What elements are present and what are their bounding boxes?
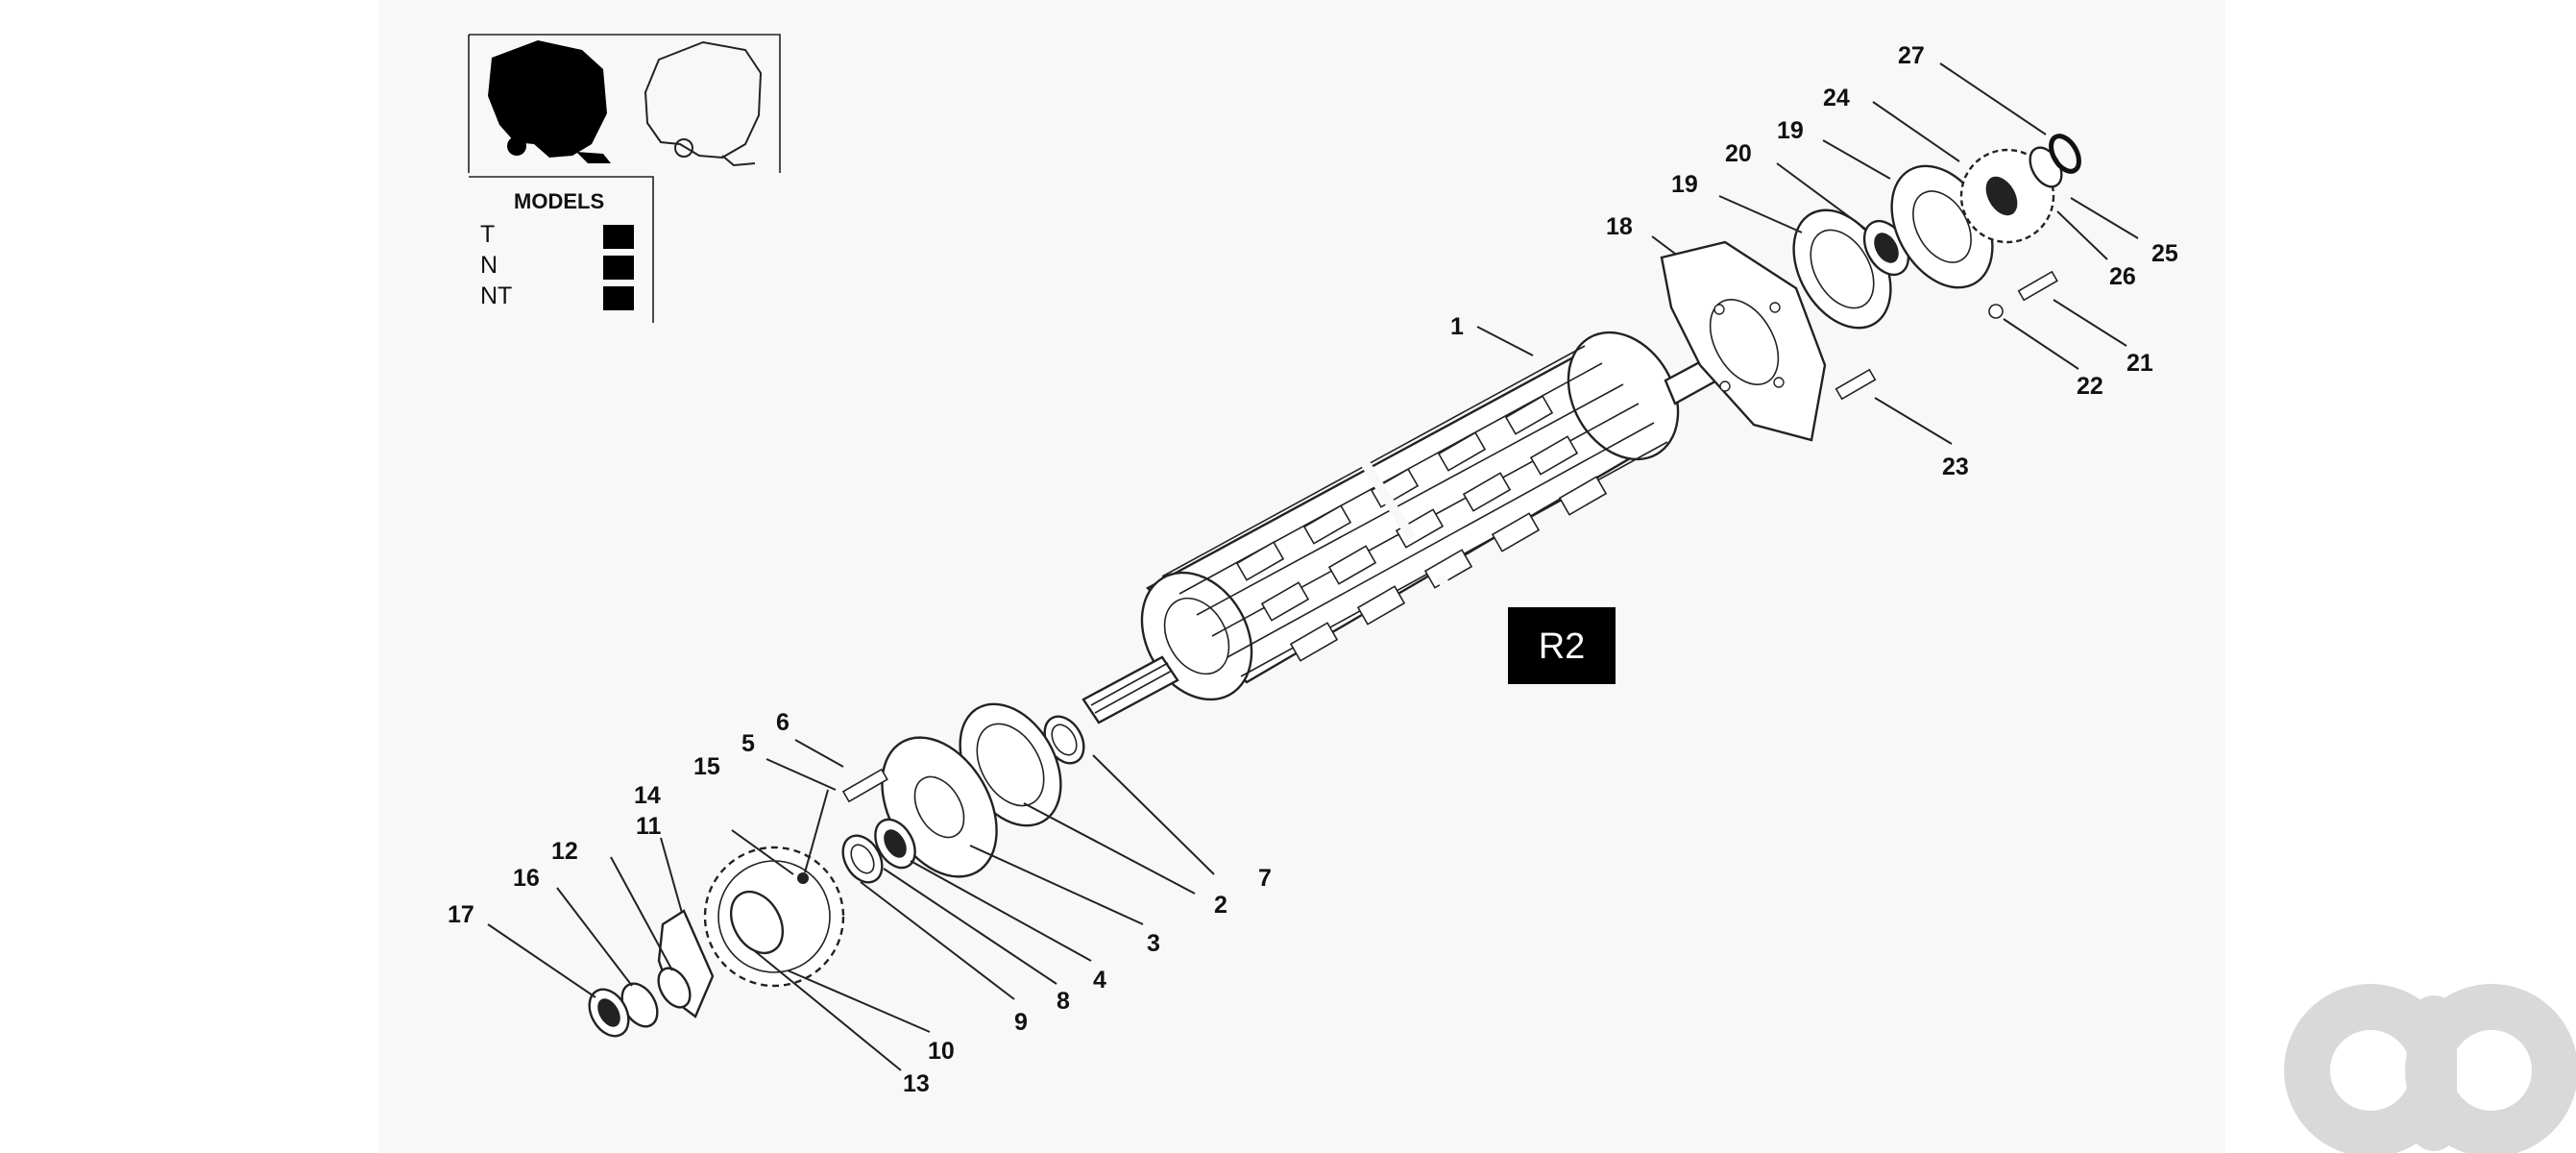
callout-7: 7 <box>1258 865 1272 892</box>
section-badge: R2 <box>1508 607 1616 684</box>
callout-19-left: 19 <box>1671 171 1698 198</box>
part-15-key <box>797 872 809 884</box>
callout-25: 25 <box>2151 240 2178 267</box>
callout-17: 17 <box>448 901 474 928</box>
callout-8: 8 <box>1057 988 1070 1015</box>
callout-14: 14 <box>634 782 661 809</box>
part-6-bolt <box>841 768 888 803</box>
callout-3: 3 <box>1147 930 1160 957</box>
model-row-n-label: N <box>480 252 498 279</box>
callout-15: 15 <box>693 753 720 780</box>
model-row-t-indicator <box>603 225 634 249</box>
roller-assembly <box>1081 331 1733 724</box>
baler-silhouette-outline-icon <box>644 40 763 159</box>
part-12-ring <box>657 967 692 1009</box>
model-row-nt-label: NT <box>480 282 512 309</box>
callout-20: 20 <box>1725 140 1752 167</box>
callout-21: 21 <box>2126 350 2153 377</box>
model-row-t-label: T <box>480 221 495 248</box>
callout-24: 24 <box>1823 85 1850 111</box>
callout-13: 13 <box>903 1070 930 1097</box>
models-title: MODELS <box>514 189 604 213</box>
models-legend: MODELS T N NT <box>469 176 654 323</box>
callout-16: 16 <box>513 865 540 892</box>
machine-thumbnails <box>468 34 781 173</box>
part-21-bolt <box>2017 270 2058 302</box>
part-27-snap-ring <box>2049 134 2081 174</box>
callout-27: 27 <box>1898 42 1925 69</box>
part-23-bolt <box>1835 368 1877 401</box>
model-row-nt-indicator <box>603 286 634 310</box>
model-row-n-indicator <box>603 256 634 280</box>
baler-wheel-icon <box>507 136 526 156</box>
callout-2: 2 <box>1214 892 1227 919</box>
baler-silhouette-filled-icon <box>488 40 607 158</box>
callout-11: 11 <box>636 813 662 840</box>
callout-22: 22 <box>2077 373 2103 400</box>
right-end-parts <box>1660 134 2081 442</box>
callout-18: 18 <box>1606 213 1633 240</box>
section-badge-box <box>1508 607 1616 684</box>
callout-labels: 1 2 3 4 5 6 7 8 9 10 11 12 13 14 15 16 1… <box>448 42 2178 1097</box>
callout-6: 6 <box>776 709 790 736</box>
part-18-mounting-plate <box>1660 240 1827 442</box>
callout-19-right: 19 <box>1777 117 1804 144</box>
callout-12: 12 <box>551 838 578 865</box>
left-end-parts <box>588 702 1085 1038</box>
leader-lines <box>487 62 2139 1071</box>
callout-26: 26 <box>2109 263 2136 290</box>
callout-10: 10 <box>928 1038 955 1065</box>
callout-5: 5 <box>741 730 755 757</box>
ao-logo-icon <box>2284 984 2576 1153</box>
roller-break-line <box>1359 458 1417 541</box>
part-22-washer <box>1988 304 2004 319</box>
callout-9: 9 <box>1014 1009 1028 1036</box>
callout-23: 23 <box>1942 454 1969 480</box>
callout-1: 1 <box>1450 313 1464 340</box>
section-badge-label: R2 <box>1539 626 1586 667</box>
callout-4: 4 <box>1093 967 1106 994</box>
